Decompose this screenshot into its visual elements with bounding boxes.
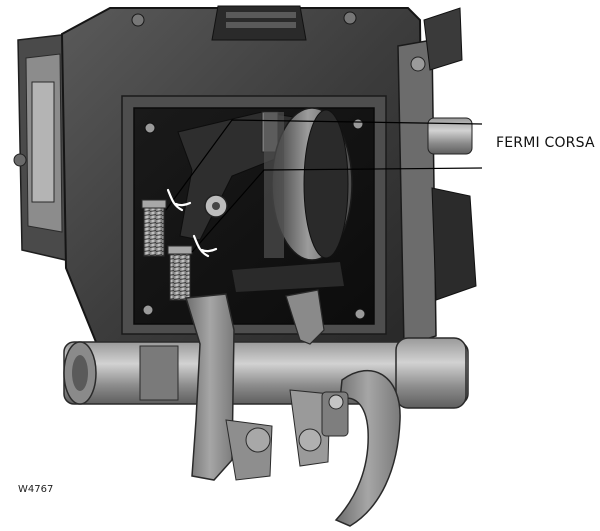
travel-stop-screw-upper [141,199,167,257]
callout-arrowheads [166,188,218,258]
arrowhead-lower [192,234,218,258]
leader-line-upper [165,119,483,211]
hook-arm [321,369,401,527]
arrowhead-upper [166,188,192,212]
travel-stops-label: FERMI CORSA [496,135,595,151]
travel-lever-left [185,293,273,481]
side-cover-plate [13,33,75,263]
callout-leaders [165,119,483,253]
leader-line-lower [191,167,483,253]
travel-stop-screw-lower [167,245,193,301]
cam-wheel [264,107,353,261]
figure-id: W4767 [18,484,54,495]
output-shaft [63,337,469,409]
travel-lever-right [285,289,331,467]
